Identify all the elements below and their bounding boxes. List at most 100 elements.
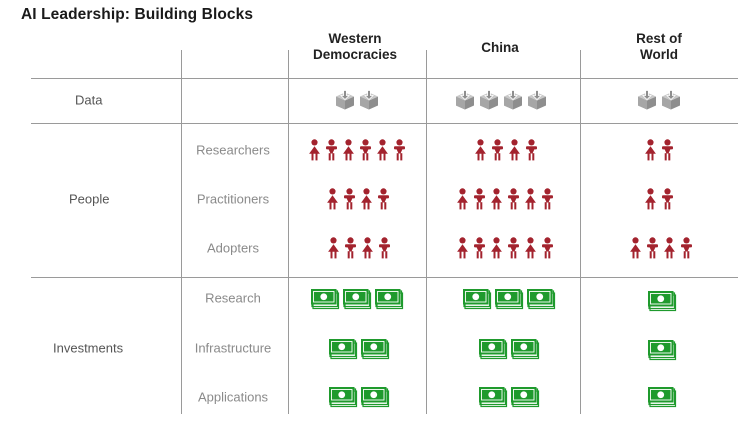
cell-adopters-china — [455, 237, 556, 259]
header-divider — [31, 78, 738, 79]
person-icon — [328, 237, 339, 259]
money-stack-icon — [361, 339, 390, 360]
money-stack-icon — [648, 387, 677, 408]
person-icon — [345, 237, 356, 259]
person-icon — [379, 237, 390, 259]
row-label-infrastructure: Infrastructure — [194, 340, 272, 356]
cell-data-china — [455, 90, 547, 110]
money-stack-icon — [343, 289, 372, 310]
person-icon — [664, 237, 675, 259]
row-label-adopters: Adopters — [206, 240, 260, 256]
money-stack-icon — [648, 291, 677, 312]
category-data: Data — [75, 92, 103, 108]
cell-infrastructure-western — [329, 339, 390, 360]
column-divider-3 — [426, 50, 427, 414]
page-title: AI Leadership: Building Blocks — [21, 6, 254, 23]
money-stack-icon — [479, 387, 508, 408]
cell-adopters-western — [326, 237, 393, 259]
cell-researchers-rest — [643, 139, 676, 161]
money-stack-icon — [495, 289, 524, 310]
cell-data-western — [335, 90, 379, 110]
row-label-researchers: Researchers — [196, 142, 270, 158]
cell-data-rest — [637, 90, 681, 110]
person-icon — [525, 237, 536, 259]
person-icon — [378, 188, 389, 210]
person-icon — [508, 237, 519, 259]
data-row-divider — [31, 123, 738, 124]
cell-infrastructure-rest — [648, 340, 677, 361]
column-divider-1 — [181, 50, 182, 414]
money-stack-icon — [511, 387, 540, 408]
money-stack-icon — [511, 339, 540, 360]
people-row-divider — [31, 277, 738, 278]
person-icon — [662, 188, 673, 210]
cell-infrastructure-china — [479, 339, 540, 360]
money-stack-icon — [375, 289, 404, 310]
database-download-icon — [528, 90, 546, 110]
person-icon — [491, 237, 502, 259]
database-download-icon — [336, 90, 354, 110]
person-icon — [377, 139, 388, 161]
person-icon — [475, 139, 486, 161]
database-download-icon — [360, 90, 378, 110]
person-icon — [360, 139, 371, 161]
person-icon — [361, 188, 372, 210]
column-header-china: China — [481, 40, 519, 55]
cell-practitioners-western — [325, 188, 392, 210]
person-icon — [327, 188, 338, 210]
cell-investment-research-rest — [648, 291, 677, 312]
cell-practitioners-china — [455, 188, 556, 210]
person-icon — [526, 139, 537, 161]
money-stack-icon — [527, 289, 556, 310]
column-divider-2 — [288, 50, 289, 414]
database-download-icon — [662, 90, 680, 110]
person-icon — [525, 188, 536, 210]
cell-applications-rest — [648, 387, 677, 408]
person-icon — [457, 188, 468, 210]
person-icon — [457, 237, 468, 259]
money-stack-icon — [329, 387, 358, 408]
cell-researchers-china — [473, 139, 540, 161]
person-icon — [326, 139, 337, 161]
cell-practitioners-rest — [643, 188, 676, 210]
database-download-icon — [504, 90, 522, 110]
money-stack-icon — [479, 339, 508, 360]
cell-adopters-rest — [628, 237, 695, 259]
person-icon — [647, 237, 658, 259]
database-download-icon — [638, 90, 656, 110]
person-icon — [343, 139, 354, 161]
row-label-practitioners: Practitioners — [196, 191, 270, 207]
person-icon — [508, 188, 519, 210]
person-icon — [542, 188, 553, 210]
money-stack-icon — [329, 339, 358, 360]
row-label-investment-research: Research — [205, 290, 261, 306]
money-stack-icon — [648, 340, 677, 361]
person-icon — [645, 139, 656, 161]
cell-applications-western — [329, 387, 390, 408]
person-icon — [509, 139, 520, 161]
database-download-icon — [480, 90, 498, 110]
person-icon — [491, 188, 502, 210]
person-icon — [492, 139, 503, 161]
person-icon — [394, 139, 405, 161]
cell-applications-china — [479, 387, 540, 408]
person-icon — [344, 188, 355, 210]
category-investments: Investments — [53, 340, 124, 356]
category-people: People — [69, 191, 110, 207]
person-icon — [309, 139, 320, 161]
person-icon — [474, 237, 485, 259]
money-stack-icon — [361, 387, 390, 408]
cell-investment-research-china — [463, 289, 556, 310]
person-icon — [662, 139, 673, 161]
person-icon — [542, 237, 553, 259]
person-icon — [645, 188, 656, 210]
cell-researchers-western — [307, 139, 408, 161]
row-label-applications: Applications — [197, 389, 269, 405]
money-stack-icon — [463, 289, 492, 310]
cell-investment-research-western — [311, 289, 404, 310]
column-divider-4 — [580, 50, 581, 414]
person-icon — [630, 237, 641, 259]
person-icon — [474, 188, 485, 210]
